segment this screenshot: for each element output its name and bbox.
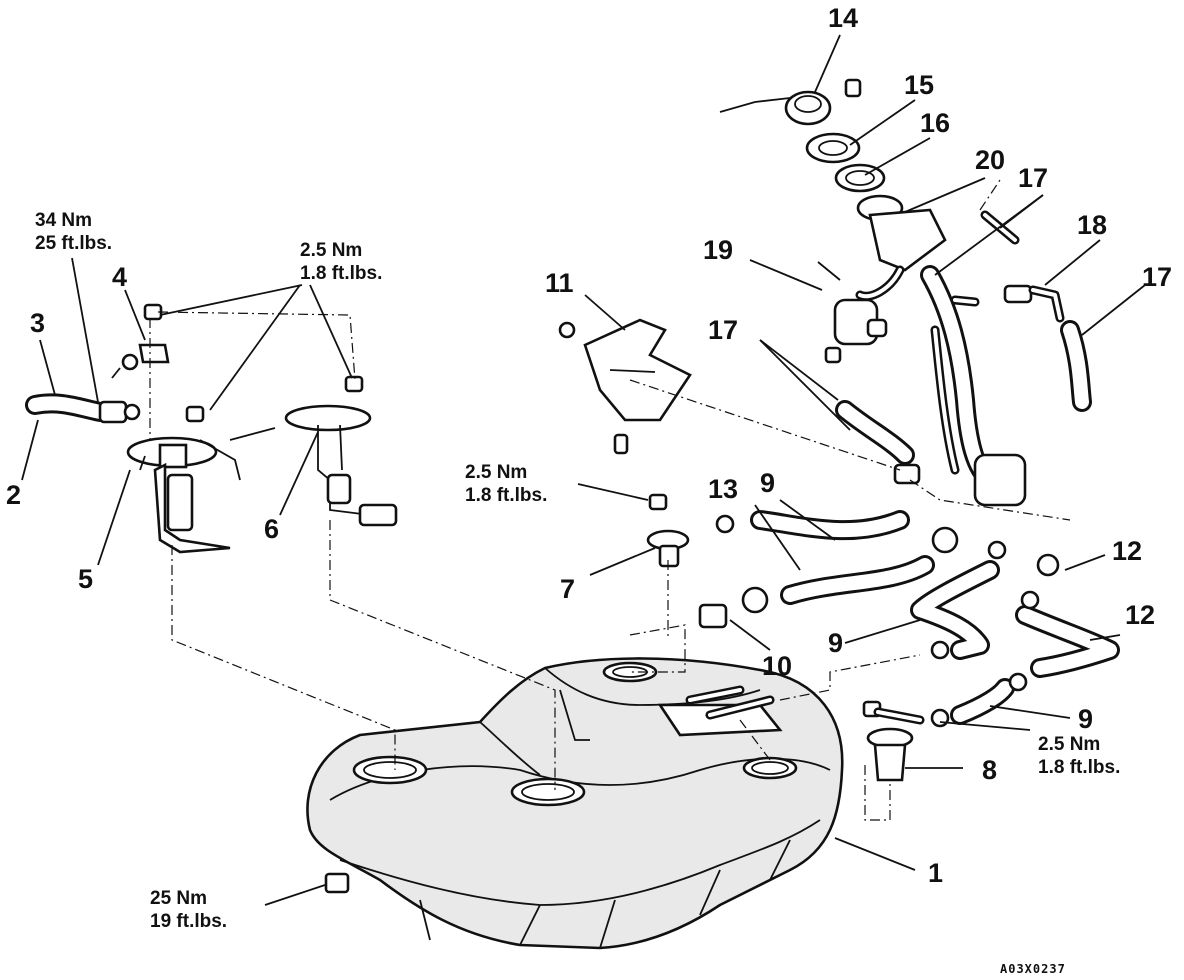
callout-9-upper: 9 xyxy=(760,468,776,498)
callout-7: 7 xyxy=(560,574,576,604)
torque-ftlbs: 25 ft.lbs. xyxy=(35,232,113,254)
torque-spec-check-valve: 2.5 Nm 1.8 ft.lbs. xyxy=(1038,734,1120,780)
callout-9-lower: 9 xyxy=(1078,704,1094,734)
torque-nm: 2.5 Nm xyxy=(465,462,528,483)
callout-12-lower: 12 xyxy=(1125,600,1156,630)
callout-5: 5 xyxy=(78,564,94,594)
callout-13: 13 xyxy=(708,474,739,504)
torque-spec-pump-nuts: 2.5 Nm 1.8 ft.lbs. xyxy=(300,240,382,286)
fuel-main-hose xyxy=(25,343,170,424)
callout-20: 20 xyxy=(975,145,1006,175)
torque-nm: 2.5 Nm xyxy=(300,240,363,261)
vent-hoses xyxy=(950,210,1092,412)
fuel-tank xyxy=(306,657,844,950)
torque-ftlbs: 19 ft.lbs. xyxy=(150,910,228,932)
torque-spec-valve-nut: 2.5 Nm 1.8 ft.lbs. xyxy=(465,462,547,508)
torque-ftlbs: 1.8 ft.lbs. xyxy=(465,484,548,506)
callout-leaders xyxy=(21,34,1146,906)
callout-10: 10 xyxy=(762,651,793,681)
check-valves xyxy=(646,529,925,782)
callout-3: 3 xyxy=(30,308,46,338)
torque-nm: 25 Nm xyxy=(150,888,208,909)
nuts xyxy=(143,303,882,718)
callout-4: 4 xyxy=(112,262,128,292)
callout-1: 1 xyxy=(928,858,944,888)
callout-17-left: 17 xyxy=(708,315,739,345)
filler-neck-assembly xyxy=(719,78,1027,507)
callout-6: 6 xyxy=(264,514,280,544)
callout-15: 15 xyxy=(904,70,935,100)
torque-nm: 2.5 Nm xyxy=(1038,734,1101,755)
two-way-valve xyxy=(817,261,888,364)
return-hose xyxy=(835,400,921,485)
fuel-pump-assembly xyxy=(126,436,241,554)
alignment-lines xyxy=(149,179,1071,821)
fuel-gauge-unit xyxy=(229,404,398,527)
torque-spec-fuel-hose: 34 Nm 25 ft.lbs. xyxy=(35,210,112,256)
callout-8: 8 xyxy=(982,755,998,785)
callout-17-right: 17 xyxy=(1142,262,1173,292)
figure-code: A03X0237 xyxy=(1000,962,1066,976)
callout-14: 14 xyxy=(828,3,859,33)
callout-11: 11 xyxy=(545,268,574,298)
torque-ftlbs: 1.8 ft.lbs. xyxy=(300,262,383,284)
callout-18: 18 xyxy=(1077,210,1108,240)
callout-17-top: 17 xyxy=(1018,163,1049,193)
torque-spec-drain-plug: 25 Nm 19 ft.lbs. xyxy=(150,888,227,934)
callout-2: 2 xyxy=(6,480,22,510)
protector-bracket xyxy=(558,318,692,455)
callout-12-upper: 12 xyxy=(1112,536,1143,566)
callout-19: 19 xyxy=(703,235,734,265)
callout-16: 16 xyxy=(920,108,951,138)
torque-nm: 34 Nm xyxy=(35,210,93,231)
callout-9-middle: 9 xyxy=(828,628,844,658)
fuel-hoses xyxy=(715,510,1120,728)
torque-ftlbs: 1.8 ft.lbs. xyxy=(1038,756,1121,778)
